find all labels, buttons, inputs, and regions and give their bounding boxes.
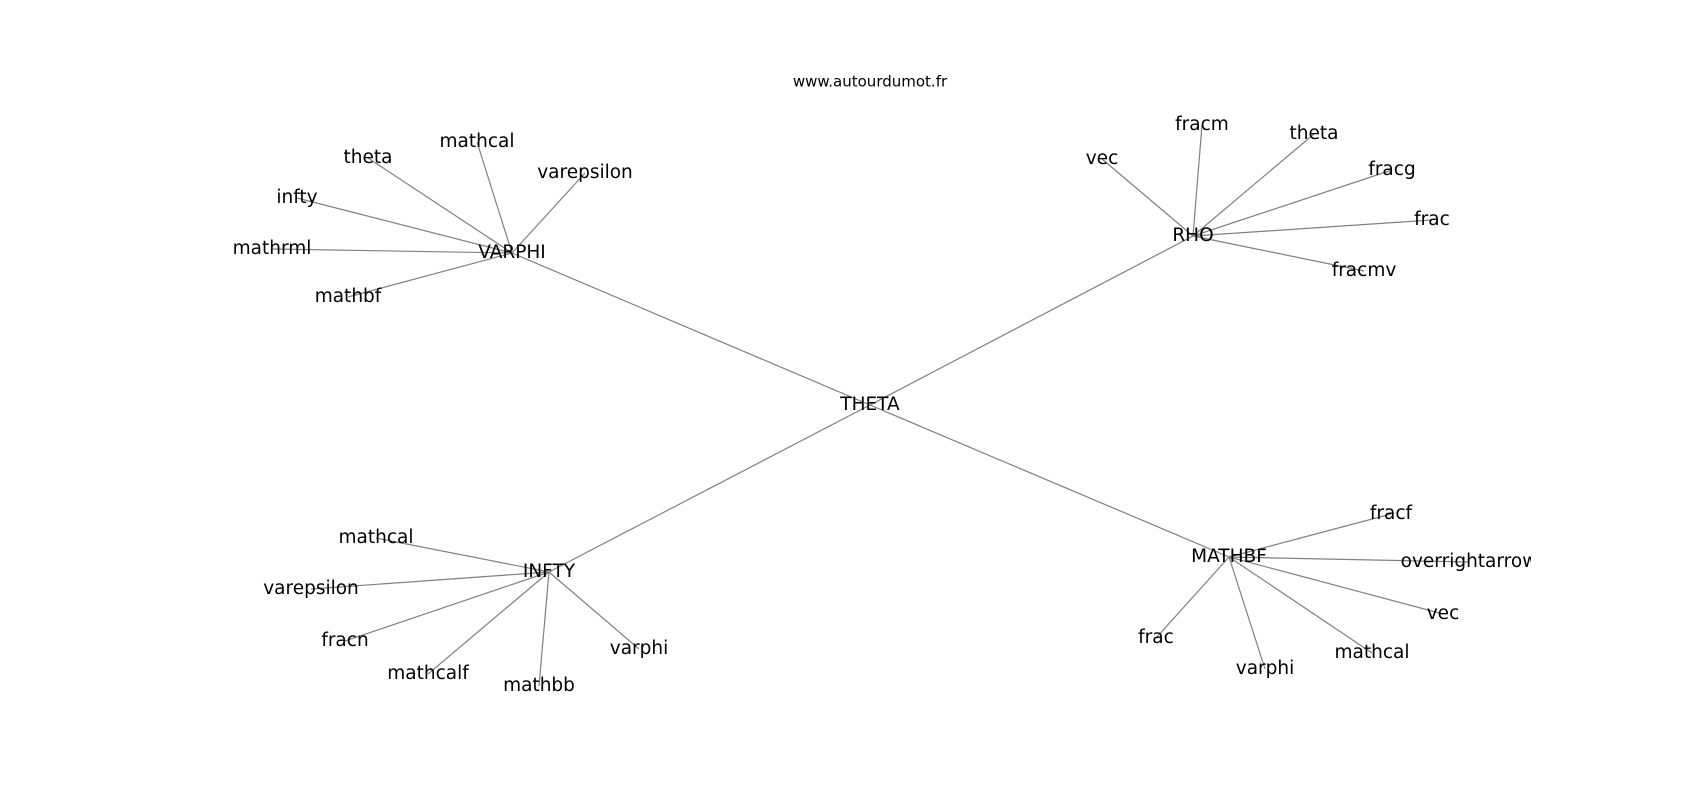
node-hub-rho: RHO bbox=[1172, 225, 1213, 246]
node-leaf-varphi-infty: infty bbox=[276, 187, 317, 208]
node-leaf-mathbf-fracf: fracf bbox=[1370, 503, 1413, 524]
node-leaf-rho-fracmv: fracmv bbox=[1332, 260, 1397, 281]
node-leaf-rho-theta: theta bbox=[1290, 123, 1339, 144]
labels-layer: THETA VARPHI theta mathcal varepsilon infty ma… bbox=[233, 114, 1538, 696]
edge-mathbf-fracf bbox=[1228, 513, 1392, 558]
edge-varphi-mathrml bbox=[271, 248, 513, 254]
node-leaf-rho-vec: vec bbox=[1086, 148, 1119, 169]
edge-root-mathbf bbox=[869, 404, 1230, 558]
node-leaf-rho-frac: frac bbox=[1414, 209, 1450, 230]
edge-mathbf-varphi bbox=[1228, 556, 1266, 670]
node-leaf-varphi-mathbf: mathbf bbox=[315, 286, 382, 307]
edge-rho-fracm bbox=[1192, 124, 1203, 237]
edge-root-varphi bbox=[511, 252, 871, 406]
node-leaf-mathbf-overrightarrow: overrightarrow bbox=[1401, 551, 1538, 572]
edge-rho-fracg bbox=[1192, 169, 1393, 237]
node-leaf-rho-fracg: fracg bbox=[1368, 159, 1415, 180]
site-url: www.autourdumot.fr bbox=[793, 73, 948, 91]
edge-root-rho bbox=[869, 235, 1194, 406]
node-leaf-mathbf-frac: frac bbox=[1138, 627, 1174, 648]
node-leaf-infty-varphi: varphi bbox=[610, 638, 669, 659]
edge-infty-varphi bbox=[548, 571, 640, 650]
edge-varphi-infty bbox=[296, 197, 513, 254]
edge-mathbf-vec bbox=[1228, 556, 1444, 615]
node-leaf-infty-mathcalf: mathcalf bbox=[387, 663, 469, 684]
node-leaf-mathbf-vec: vec bbox=[1427, 603, 1460, 624]
node-leaf-varphi-varepsilon: varepsilon bbox=[537, 162, 633, 183]
edge-rho-theta bbox=[1192, 133, 1315, 237]
edges-layer bbox=[271, 124, 1470, 687]
node-leaf-mathbf-mathcal: mathcal bbox=[1335, 642, 1410, 663]
node-hub-infty: INFTY bbox=[523, 561, 576, 582]
node-leaf-varphi-mathrml: mathrml bbox=[233, 238, 312, 259]
edge-infty-fracn bbox=[344, 571, 550, 642]
node-leaf-infty-mathbb: mathbb bbox=[503, 675, 575, 696]
edge-varphi-varepsilon bbox=[511, 172, 586, 254]
node-leaf-infty-mathcal: mathcal bbox=[339, 527, 414, 548]
node-hub-mathbf: MATHBF bbox=[1191, 546, 1267, 567]
node-root: THETA bbox=[839, 394, 900, 415]
edge-mathbf-overrightarrow bbox=[1228, 556, 1470, 563]
node-leaf-rho-fracm: fracm bbox=[1175, 114, 1229, 135]
edge-infty-mathbb bbox=[538, 571, 550, 687]
node-leaf-mathbf-varphi: varphi bbox=[1236, 658, 1295, 679]
node-leaf-varphi-theta: theta bbox=[344, 147, 393, 168]
edge-rho-frac bbox=[1192, 219, 1433, 237]
node-leaf-infty-varepsilon: varepsilon bbox=[263, 578, 359, 599]
edge-varphi-mathbf bbox=[347, 252, 513, 298]
edge-varphi-theta bbox=[367, 157, 513, 254]
edge-infty-varepsilon bbox=[310, 571, 550, 590]
edge-mathbf-frac bbox=[1155, 556, 1230, 639]
edge-root-infty bbox=[548, 404, 871, 573]
node-hub-varphi: VARPHI bbox=[478, 242, 546, 263]
edge-rho-vec bbox=[1101, 158, 1194, 237]
edge-infty-mathcal bbox=[375, 537, 550, 573]
edge-rho-fracmv bbox=[1192, 235, 1365, 272]
node-leaf-varphi-mathcal: mathcal bbox=[440, 131, 515, 152]
node-leaf-infty-fracn: fracn bbox=[321, 630, 368, 651]
edge-varphi-mathcal bbox=[476, 141, 513, 254]
edge-mathbf-mathcal bbox=[1228, 556, 1373, 654]
edge-infty-mathcalf bbox=[427, 571, 550, 675]
